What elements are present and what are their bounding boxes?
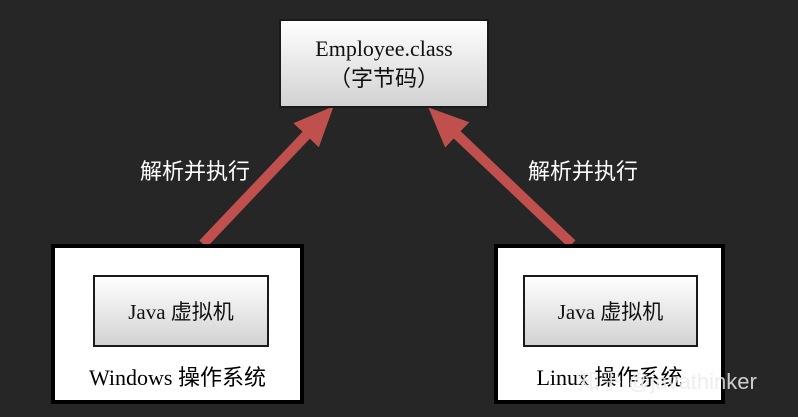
edge-label-right: 解析并执行: [528, 159, 639, 184]
linux-jvm-label: Java 虚拟机: [557, 300, 664, 324]
edge-label-left: 解析并执行: [140, 159, 251, 184]
watermark: 知乎 @javathinker: [578, 369, 757, 394]
linux-os-box: Java 虚拟机 Linux 操作系统: [494, 244, 725, 404]
arrow-windows-to-class: [199, 106, 334, 248]
windows-jvm-label: Java 虚拟机: [128, 300, 234, 324]
linux-os-label: Linux 操作系统: [536, 365, 683, 390]
class-name: Employee.class: [315, 35, 453, 61]
class-type: （字节码）: [328, 65, 439, 91]
arrow-linux-to-class: [428, 107, 576, 248]
windows-os-box: Java 虚拟机 Windows 操作系统: [51, 244, 304, 404]
linux-jvm-box: Java 虚拟机: [523, 275, 698, 347]
bytecode-class-box: Employee.class （字节码）: [279, 19, 489, 108]
windows-os-label: Windows 操作系统: [89, 365, 266, 390]
windows-jvm-box: Java 虚拟机: [93, 275, 269, 347]
